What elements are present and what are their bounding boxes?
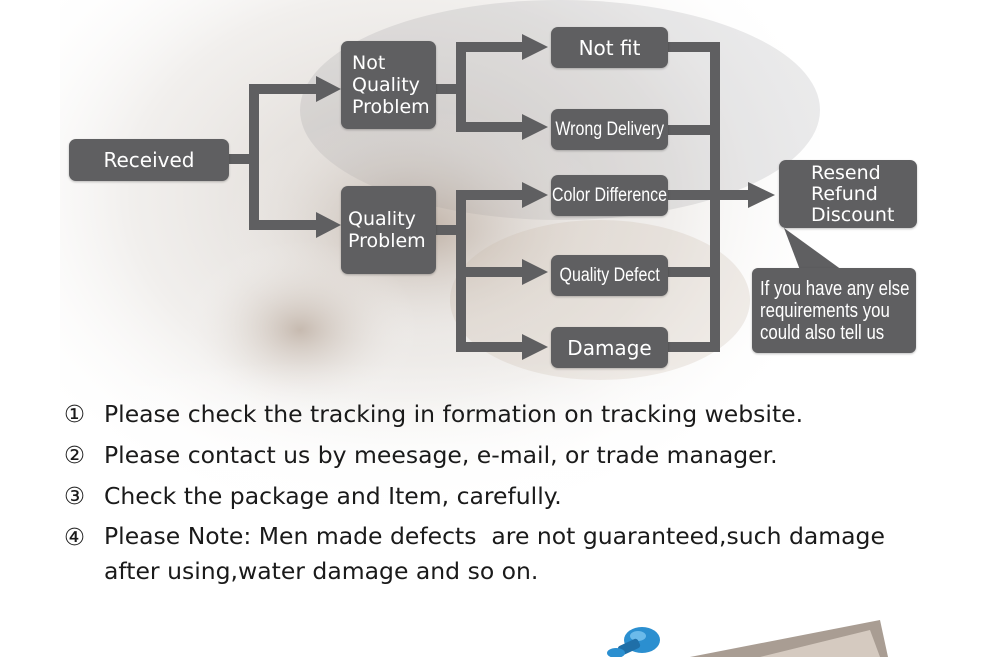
damage-label: Damage (567, 335, 652, 360)
not-quality-problem-line-3: Problem (352, 96, 430, 118)
received-box: Received (69, 139, 229, 181)
quality-problem-line-1: Quality (348, 208, 416, 230)
wrong-delivery-label: Wrong Delivery (555, 118, 664, 140)
step-number: ② (64, 441, 86, 469)
outcome-refund: Refund (811, 182, 878, 205)
note-line-2: requirements you (760, 299, 890, 322)
quality-defect-label: Quality Defect (559, 264, 660, 286)
step-text: Check the package and Item, carefully. (104, 482, 562, 510)
step-number: ④ (64, 523, 86, 551)
outcome-resend: Resend (811, 161, 881, 184)
instruction-item: ① Please check the tracking in formation… (64, 400, 944, 428)
not-fit-box: Not fit (551, 27, 668, 68)
instruction-item: ② Please contact us by meesage, e-mail, … (64, 441, 944, 469)
color-difference-box: Color Difference (551, 175, 668, 216)
note-line-1: If you have any else (760, 277, 910, 300)
quality-problem-line-2: Problem (348, 230, 426, 252)
outcome-discount: Discount (811, 203, 895, 226)
pushpin-icon (607, 627, 660, 657)
step-text: Please check the tracking in formation o… (104, 400, 804, 428)
quality-defect-box: Quality Defect (551, 255, 668, 296)
note-line-3: could also tell us (760, 321, 885, 344)
not-quality-problem-box: Not Quality Problem (341, 41, 436, 129)
step-number: ③ (64, 482, 86, 510)
flowchart-connectors (229, 34, 842, 360)
quality-problem-box: Quality Problem (341, 186, 436, 274)
instruction-item: ④ Please Note: Men made defects are not … (64, 522, 944, 589)
damage-box: Damage (551, 327, 668, 368)
received-label: Received (103, 148, 195, 172)
not-fit-label: Not fit (578, 35, 641, 60)
not-quality-problem-line-2: Quality (352, 74, 420, 96)
note-callout: If you have any else requirements you co… (752, 268, 916, 353)
step-text: Please Note: Men made defects are not gu… (104, 522, 885, 585)
outcome-box: Resend Refund Discount (779, 160, 917, 228)
callout-pointer (784, 228, 842, 270)
wrong-delivery-box: Wrong Delivery (551, 109, 668, 150)
instruction-list: ① Please check the tracking in formation… (64, 400, 944, 602)
instruction-item: ③ Check the package and Item, carefully. (64, 482, 944, 510)
not-quality-problem-line-1: Not (352, 52, 386, 74)
color-difference-label: Color Difference (551, 184, 668, 206)
step-text: Please contact us by meesage, e-mail, or… (104, 441, 778, 469)
step-number: ① (64, 400, 86, 428)
